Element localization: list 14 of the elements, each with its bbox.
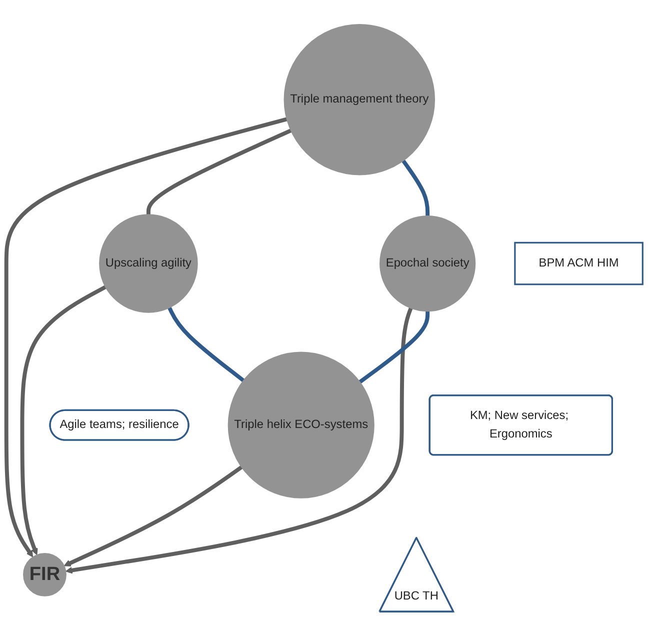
connector — [402, 159, 430, 216]
node-box: BPM ACM HIM — [514, 241, 644, 285]
connector — [358, 310, 430, 384]
node-circle: Epochal society — [380, 214, 476, 312]
node-circle: Triple management theory — [284, 23, 436, 175]
node-circle: Upscaling agility — [99, 214, 198, 312]
node-circle: Triple helix ECO-systems — [228, 351, 374, 498]
node-circle: FIR — [23, 552, 66, 596]
arrow — [65, 306, 413, 574]
arrow — [4, 116, 288, 557]
arrow — [64, 465, 243, 566]
arrow — [20, 284, 106, 555]
connector — [146, 128, 292, 214]
connector — [168, 306, 245, 382]
